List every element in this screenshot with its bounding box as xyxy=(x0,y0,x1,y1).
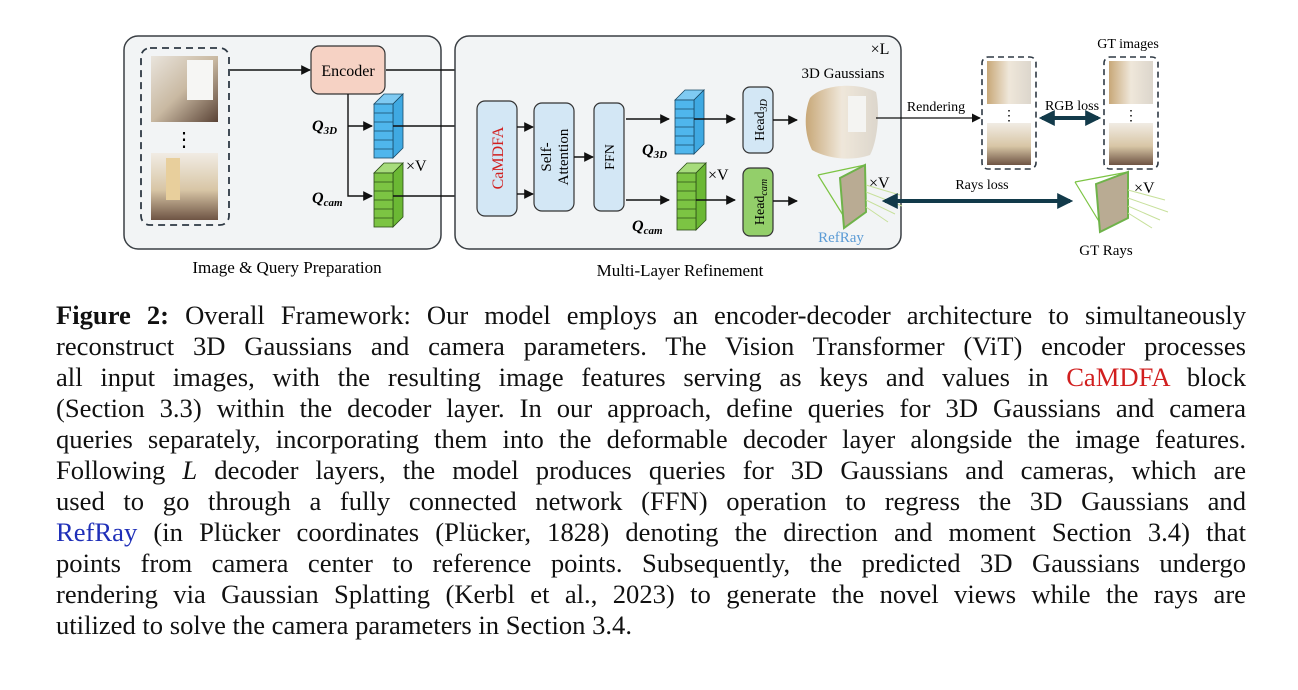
caption-line: all input images, with the resulting ima… xyxy=(56,362,1246,393)
times-l-label: ×L xyxy=(871,41,890,58)
caption-text: block xyxy=(1169,362,1246,392)
gt-ellipsis: ⋮ xyxy=(1124,109,1138,124)
caption-line: points from camera center to reference p… xyxy=(56,548,1246,579)
ffn-block xyxy=(593,102,625,212)
caption-text: decoder layers, the model produces queri… xyxy=(197,455,1247,485)
caption-text: rendering via Gaussian Splatting (Kerbl … xyxy=(56,579,1246,609)
refray-camera xyxy=(817,163,903,230)
caption-line: (Section 3.3) within the decoder layer. … xyxy=(56,393,1246,424)
figure-caption: Figure 2: Overall Framework: Our model e… xyxy=(56,300,1246,641)
q3d-refined-label: Q3D xyxy=(642,142,667,161)
gt-rays-camera xyxy=(1074,170,1169,234)
gt-images-label: GT images xyxy=(1097,37,1159,52)
framework-diagram: ⋮ Encoder Q3D Qcam ×V Image & Query Prep… xyxy=(123,35,1169,280)
camdfa-label: CaMDFA xyxy=(490,126,507,189)
rendered-image-1 xyxy=(987,61,1031,104)
qcam-refined-label: Qcam xyxy=(632,218,663,237)
head-cam-label: Headcam xyxy=(753,179,770,225)
qcam-token-stack-refined xyxy=(676,162,707,231)
caption-text: used to go through a fully connected net… xyxy=(56,486,1246,516)
times-v-label-2: ×V xyxy=(708,167,729,184)
caption-line: RefRay (in Plücker coordinates (Plücker,… xyxy=(56,517,1246,548)
camdfa-ref[interactable]: CaMDFA xyxy=(1066,362,1170,392)
gaussians-3d-render xyxy=(805,85,878,159)
gt-images-group xyxy=(1103,56,1159,170)
gt-image-1 xyxy=(1109,61,1153,104)
caption-line: Figure 2: Overall Framework: Our model e… xyxy=(56,300,1246,331)
multi-layer-caption: Multi-Layer Refinement xyxy=(597,261,764,280)
figure-label: Figure 2: xyxy=(56,300,170,330)
caption-text: Following xyxy=(56,455,183,485)
caption-line: reconstruct 3D Gaussians and camera para… xyxy=(56,331,1246,362)
window-shape xyxy=(187,60,213,100)
rendered-image-2 xyxy=(987,123,1031,165)
caption-text: (in Plücker coordinates (Plücker, 1828) … xyxy=(137,517,1246,547)
q3d-token-stack-refined xyxy=(674,89,705,155)
refray-label: RefRay xyxy=(818,230,864,246)
input-image-2 xyxy=(151,153,218,220)
head-3d-label: Head3D xyxy=(753,98,770,141)
head-cam-block xyxy=(742,167,774,237)
camdfa-block xyxy=(476,100,518,217)
caption-text: Overall Framework: Our model employs an … xyxy=(169,300,1246,330)
caption-text: all input images, with the resulting ima… xyxy=(56,362,1067,392)
caption-text: L xyxy=(182,455,198,485)
times-v-label-3: ×V xyxy=(869,175,890,192)
refray-ref[interactable]: RefRay xyxy=(56,517,138,547)
panel1-caption: Image & Query Preparation xyxy=(192,258,382,277)
rgb-loss-label: RGB loss xyxy=(1045,99,1099,114)
caption-text: utilized to solve the camera parameters … xyxy=(56,610,632,640)
ffn-label: FFN xyxy=(603,144,618,170)
caption-line: queries separately, incorporating them i… xyxy=(56,424,1246,455)
q3d-label: Q3D xyxy=(312,118,337,137)
door-shape xyxy=(166,158,180,200)
encoder-label: Encoder xyxy=(321,63,375,80)
qcam-token-stack xyxy=(373,162,404,228)
q3d-token-stack xyxy=(373,93,404,159)
rendered-ellipsis: ⋮ xyxy=(1002,109,1016,124)
caption-line: Following L decoder layers, the model pr… xyxy=(56,455,1246,486)
rendered-images-group xyxy=(981,56,1037,170)
images-ellipsis: ⋮ xyxy=(174,129,194,151)
rays-loss-label: Rays loss xyxy=(955,178,1008,193)
gaussians-window xyxy=(848,96,866,132)
times-v-label-1: ×V xyxy=(406,158,427,175)
caption-line: used to go through a fully connected net… xyxy=(56,486,1246,517)
gaussians-3d-label: 3D Gaussians xyxy=(802,66,885,82)
caption-text: reconstruct 3D Gaussians and camera para… xyxy=(56,331,1246,361)
qcam-label: Qcam xyxy=(312,190,343,209)
times-v-label-4: ×V xyxy=(1134,180,1155,197)
gt-rays-label: GT Rays xyxy=(1079,243,1133,259)
caption-line: rendering via Gaussian Splatting (Kerbl … xyxy=(56,579,1246,610)
caption-text: (Section 3.3) within the decoder layer. … xyxy=(56,393,1246,423)
input-images-group xyxy=(140,47,230,226)
caption-text: points from camera center to reference p… xyxy=(56,548,1246,578)
caption-line: utilized to solve the camera parameters … xyxy=(56,610,1246,641)
caption-text: queries separately, incorporating them i… xyxy=(56,424,1246,454)
self-attention-label: Self-Attention xyxy=(539,128,572,185)
gt-image-2 xyxy=(1109,123,1153,165)
rendering-label: Rendering xyxy=(907,100,965,115)
